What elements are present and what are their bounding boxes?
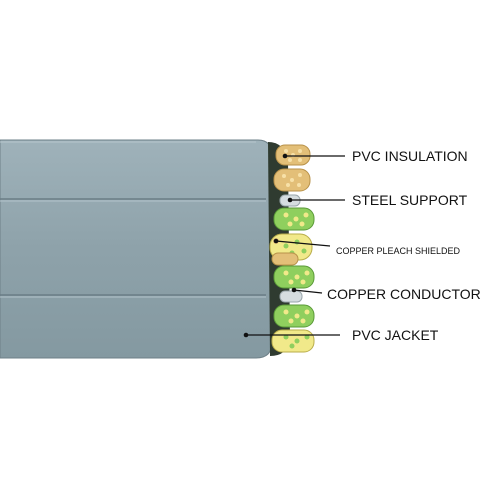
leader-copper-pleach	[275, 240, 331, 247]
label-pvc-jacket: PVC JACKET	[352, 327, 439, 343]
leader-dots	[243, 153, 297, 338]
label-copper-conductor: COPPER CONDUCTOR	[327, 286, 481, 302]
copper-wire-3	[271, 252, 299, 266]
copper-wire-top	[275, 144, 311, 166]
label-copper-pleach-shielded: COPPER PLEACH SHIELDED	[336, 246, 461, 256]
copper-wire-2	[273, 168, 311, 192]
green-wire-3	[273, 304, 315, 328]
leader-lines	[246, 155, 345, 336]
label-steel-support: STEEL SUPPORT	[352, 192, 468, 208]
yellow-wire-bottom	[271, 329, 315, 353]
green-wire-1	[273, 207, 315, 231]
cable-jacket	[0, 139, 273, 359]
cable-cross-section	[268, 142, 315, 356]
steel-support-core-2	[279, 290, 303, 303]
label-pvc-insulation: PVC INSULATION	[352, 148, 468, 164]
green-wire-2	[273, 265, 315, 289]
leader-copper-conductor	[293, 289, 323, 294]
